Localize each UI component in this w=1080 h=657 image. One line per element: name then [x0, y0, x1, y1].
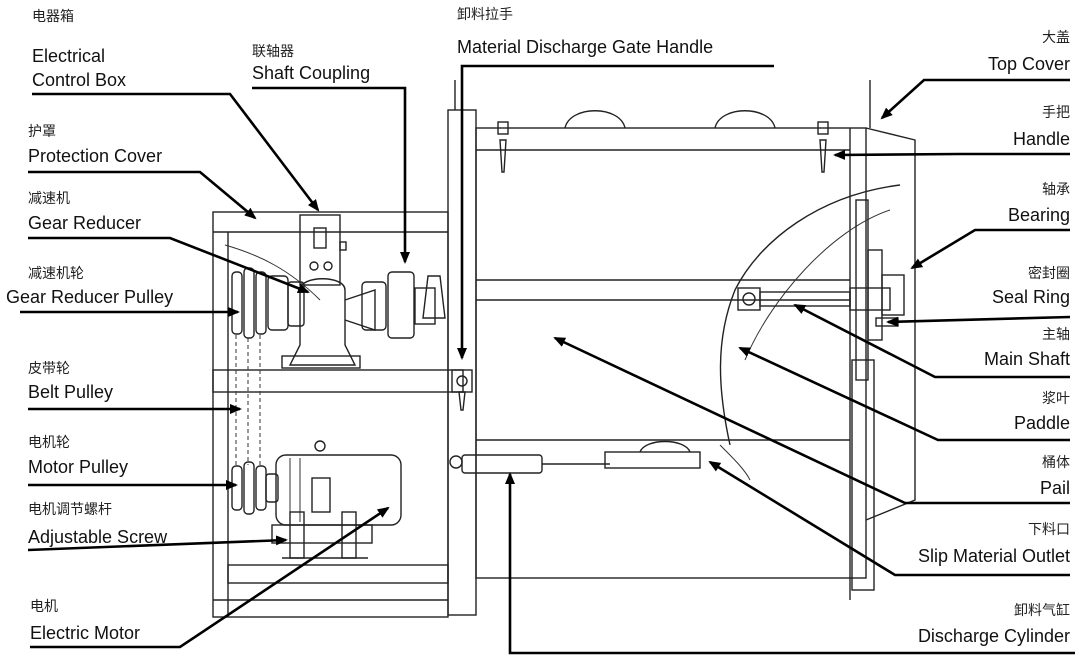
- leader-gear-reducer: [28, 236, 310, 294]
- label-gear-reducer-pulley-en: Gear Reducer Pulley: [6, 287, 174, 307]
- leader-handle: [833, 149, 1070, 160]
- label-bearing-en: Bearing: [1007, 205, 1070, 225]
- leader-discharge-gate-handle: [457, 64, 774, 360]
- discharge-gate-handle: [451, 369, 473, 411]
- shaft-coupling: [361, 271, 446, 339]
- leader-shaft-coupling: [252, 86, 410, 264]
- label-belt-pulley-zh: 皮带轮: [28, 361, 70, 377]
- top-cover: [564, 80, 871, 129]
- gear-reducer-pulley: [231, 267, 305, 339]
- label-discharge-cylinder-zh: 卸料气缸: [1014, 603, 1070, 619]
- label-paddle-en: Paddle: [1013, 413, 1070, 433]
- leader-top-cover: [880, 78, 1070, 120]
- leader-main-shaft: [793, 303, 1070, 379]
- label-handle-zh: 手把: [1042, 105, 1070, 121]
- label-discharge-gate-handle-zh: 卸料拉手: [457, 7, 513, 23]
- adjustable-screw: [271, 511, 373, 559]
- label-motor-pulley-en: Motor Pulley: [28, 457, 129, 477]
- label-top-cover-zh: 大盖: [1042, 30, 1070, 46]
- leader-discharge-cylinder: [505, 472, 1075, 655]
- label-electrical-control-box-zh: 电器箱: [32, 9, 74, 25]
- electrical-control-box: [299, 214, 347, 286]
- label-seal-ring-en: Seal Ring: [991, 287, 1070, 307]
- label-electrical-control-box-en-2: Control Box: [32, 70, 127, 90]
- leader-adjustable-screw: [27, 535, 288, 552]
- label-bearing-zh: 轴承: [1042, 182, 1070, 198]
- label-discharge-cylinder-en: Discharge Cylinder: [917, 626, 1070, 646]
- leader-slip-material-outlet: [708, 460, 1070, 577]
- label-motor-pulley-zh: 电机轮: [28, 435, 70, 451]
- label-adjustable-screw-en: Adjustable Screw: [28, 527, 168, 547]
- label-gear-reducer-zh: 减速机: [28, 191, 70, 207]
- label-electrical-control-box-en-1: Electrical: [32, 46, 106, 66]
- leader-bearing: [910, 228, 1070, 270]
- label-shaft-coupling-zh: 联轴器: [252, 44, 294, 60]
- label-adjustable-screw-zh: 电机调节螺杆: [28, 502, 112, 518]
- label-slip-material-outlet-zh: 下料口: [1028, 522, 1070, 538]
- slip-material-outlet: [719, 444, 751, 481]
- label-paddle-zh: 浆叶: [1042, 391, 1070, 407]
- label-main-shaft-en: Main Shaft: [983, 349, 1070, 369]
- leader-lines: [20, 64, 1075, 655]
- label-handle-en: Handle: [1012, 129, 1070, 149]
- label-belt-pulley-en: Belt Pulley: [28, 382, 114, 402]
- belt: [235, 335, 261, 465]
- label-gear-reducer-en: Gear Reducer: [28, 213, 142, 233]
- motor-pulley: [231, 461, 279, 515]
- label-shaft-coupling-en: Shaft Coupling: [252, 63, 371, 83]
- label-top-cover-en: Top Cover: [987, 54, 1070, 74]
- pail: [475, 127, 916, 600]
- label-main-shaft-zh: 主轴: [1042, 327, 1070, 343]
- leader-paddle: [738, 346, 1070, 442]
- leader-electric-motor: [30, 506, 390, 649]
- label-pail-en: Pail: [1039, 478, 1070, 498]
- label-pail-zh: 桶体: [1042, 455, 1070, 471]
- paddle: [719, 184, 901, 446]
- leader-protection-cover: [28, 170, 257, 220]
- gear-reducer: [281, 278, 376, 369]
- leader-seal-ring: [886, 315, 1071, 327]
- label-gear-reducer-pulley-zh: 减速机轮: [28, 266, 84, 282]
- main-shaft: [737, 287, 891, 311]
- label-seal-ring-zh: 密封圈: [1028, 266, 1070, 282]
- label-electric-motor-en: Electric Motor: [30, 623, 141, 643]
- label-electric-motor-zh: 电机: [30, 599, 58, 615]
- label-discharge-gate-handle-en: Material Discharge Gate Handle: [457, 37, 714, 57]
- leader-pail: [553, 336, 1070, 505]
- label-slip-material-outlet-en: Slip Material Outlet: [917, 546, 1070, 566]
- handle: [497, 121, 829, 173]
- frame-rail: [212, 369, 464, 393]
- label-protection-cover-en: Protection Cover: [28, 146, 163, 166]
- discharge-cylinder: [449, 440, 701, 474]
- mixer-machine: [212, 80, 916, 618]
- leader-electrical-control-box: [32, 92, 320, 212]
- label-protection-cover-zh: 护罩: [28, 124, 56, 140]
- bearing: [855, 199, 905, 381]
